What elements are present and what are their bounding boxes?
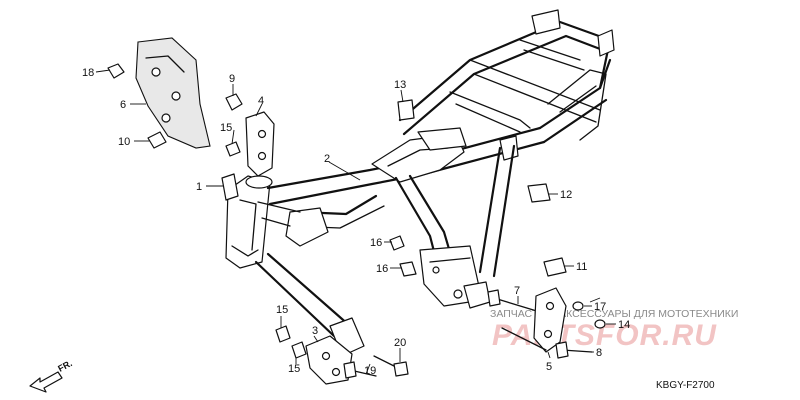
front-direction-indicator: FR. bbox=[29, 358, 74, 393]
loose-parts bbox=[107, 37, 606, 385]
callout-17: 17 bbox=[594, 301, 606, 313]
leader-lines bbox=[95, 69, 616, 375]
callout-15-mid: 15 bbox=[276, 304, 288, 316]
callout-13: 13 bbox=[394, 79, 406, 91]
washer-17 bbox=[572, 301, 584, 311]
cross-bracket bbox=[499, 135, 519, 161]
callout-16-upper: 16 bbox=[370, 237, 382, 249]
callout-3: 3 bbox=[312, 325, 318, 337]
down-tube-gusset bbox=[285, 207, 329, 247]
callout-2: 2 bbox=[324, 153, 330, 165]
mount-plate-5 bbox=[533, 287, 567, 353]
callout-19: 19 bbox=[364, 365, 376, 377]
nut-15-mid bbox=[275, 325, 291, 343]
long-bolt-lower bbox=[501, 327, 547, 351]
callout-15-upper: 15 bbox=[220, 122, 232, 134]
nut-9 bbox=[225, 93, 243, 111]
bolt-10 bbox=[147, 131, 167, 149]
main-frame-drawing bbox=[225, 9, 615, 357]
nut-14 bbox=[594, 319, 606, 329]
callout-18: 18 bbox=[82, 67, 94, 79]
callout-labels: 18 6 10 9 4 15 1 2 13 12 11 16 16 7 17 1… bbox=[82, 67, 630, 377]
head-pipe bbox=[225, 175, 271, 269]
callout-8: 8 bbox=[596, 347, 602, 359]
collar-1 bbox=[221, 173, 239, 201]
callout-16-lower: 16 bbox=[376, 263, 388, 275]
head-pipe-top bbox=[245, 175, 273, 189]
bolt-20 bbox=[393, 361, 409, 377]
rear-top-bracket bbox=[531, 9, 561, 35]
callout-10: 10 bbox=[118, 136, 130, 148]
rear-engine-boss bbox=[463, 281, 491, 309]
callout-14: 14 bbox=[618, 319, 630, 331]
rubber-13 bbox=[397, 99, 415, 121]
front-label: FR. bbox=[56, 358, 73, 374]
callout-9: 9 bbox=[229, 73, 235, 85]
bolt-18 bbox=[107, 63, 125, 79]
clip-11 bbox=[543, 257, 567, 277]
watermark-tagline: ЗАПЧАСТИ И АКСЕССУАРЫ ДЛЯ МОТОТЕХНИКИ bbox=[490, 308, 738, 320]
callout-20: 20 bbox=[394, 337, 406, 349]
nut-15-lower bbox=[291, 341, 307, 359]
upper-plate bbox=[417, 127, 467, 151]
watermark: PARTSFOR.RU ЗАПЧАСТИ И АКСЕССУАРЫ ДЛЯ МО… bbox=[490, 308, 738, 352]
callout-5: 5 bbox=[546, 361, 552, 373]
rear-right-bracket bbox=[597, 29, 615, 57]
callout-11: 11 bbox=[576, 261, 587, 273]
callout-1: 1 bbox=[196, 181, 202, 193]
bracket-4 bbox=[245, 111, 275, 177]
callout-6: 6 bbox=[120, 99, 126, 111]
callout-15-lower: 15 bbox=[288, 363, 300, 375]
callout-7: 7 bbox=[514, 285, 520, 297]
bolt-7 bbox=[493, 297, 541, 313]
nut-16-upper bbox=[389, 235, 405, 251]
callout-12: 12 bbox=[560, 189, 572, 201]
figure-code: KBGY-F2700 bbox=[656, 380, 715, 391]
nut-16-lower bbox=[399, 261, 417, 277]
nut-15-upper bbox=[225, 141, 241, 157]
clamp-12 bbox=[527, 183, 551, 203]
callout-4: 4 bbox=[258, 95, 264, 107]
front-arrow-icon bbox=[29, 371, 63, 393]
bracket-3 bbox=[305, 335, 353, 385]
